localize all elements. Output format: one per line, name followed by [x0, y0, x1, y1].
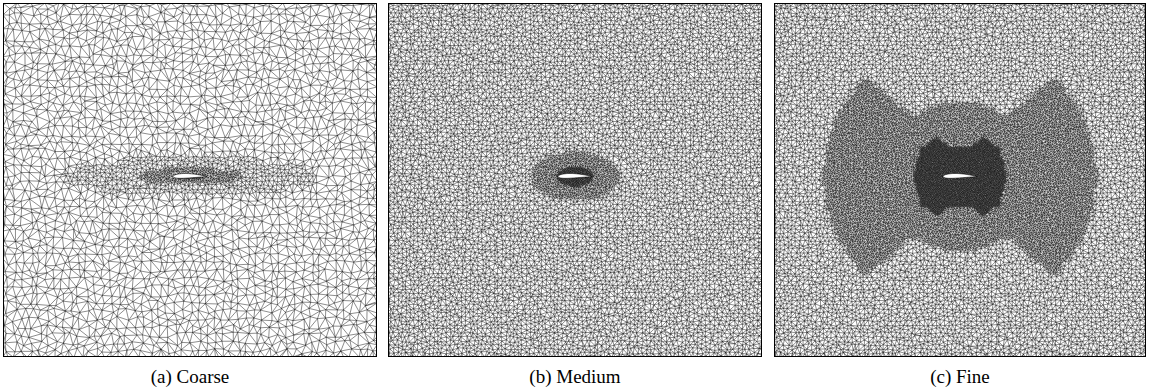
mesh-panel	[388, 3, 771, 370]
triangle-mesh	[774, 3, 1146, 357]
subfigure-caption: (c) Fine	[930, 366, 990, 389]
subfigure-caption: (b) Medium	[529, 366, 620, 389]
panel-frame	[4, 4, 377, 357]
airfoil	[558, 173, 592, 178]
triangle-mesh	[388, 3, 762, 357]
mesh-panel	[3, 3, 386, 370]
airfoil	[173, 173, 207, 178]
panel-frame	[775, 4, 1146, 357]
panel-frame	[389, 4, 762, 357]
mesh-panel	[774, 3, 1149, 370]
triangle-mesh	[3, 3, 377, 357]
airfoil	[943, 173, 977, 178]
subfigure-caption: (a) Coarse	[151, 366, 230, 389]
